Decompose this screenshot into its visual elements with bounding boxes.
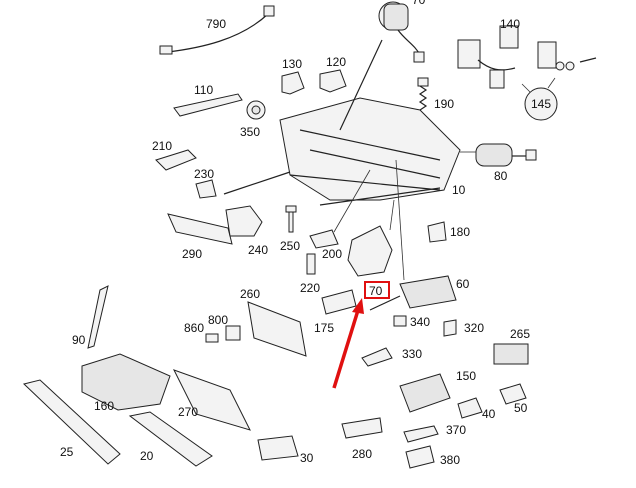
label-40: 40 <box>482 407 496 421</box>
part-290-rail <box>167 213 233 245</box>
part-190-spring <box>417 77 429 111</box>
part-260-bracket <box>247 301 307 357</box>
part-265-module <box>493 343 529 365</box>
part-10-seat-frame <box>279 39 461 206</box>
part-160-module <box>81 353 171 411</box>
label-20: 20 <box>140 449 154 463</box>
label-25: 25 <box>60 445 74 459</box>
part-90-strip <box>87 285 109 349</box>
label-790: 790 <box>206 17 227 31</box>
part-270-rail <box>172 369 251 431</box>
label-330: 330 <box>402 347 423 361</box>
label-260: 260 <box>240 287 261 301</box>
label-210: 210 <box>152 139 173 153</box>
part-380-clip <box>405 445 435 469</box>
label-350: 350 <box>240 125 261 139</box>
label-240: 240 <box>248 243 269 257</box>
part-60-motor <box>369 159 457 311</box>
part-230-mount <box>195 171 291 199</box>
part-220-pin <box>306 253 316 275</box>
part-370-strap <box>403 425 439 443</box>
label-860: 860 <box>184 321 205 335</box>
part-140-bracket <box>457 25 597 121</box>
label-340: 340 <box>410 315 431 329</box>
part-175-cover <box>321 289 357 315</box>
label-150: 150 <box>456 369 477 383</box>
label-110: 110 <box>194 83 214 97</box>
part-800-connector <box>225 325 241 341</box>
part-330-strap <box>361 347 393 367</box>
part-150-box <box>399 373 451 413</box>
label-320: 320 <box>464 321 485 335</box>
label-80: 80 <box>494 169 508 183</box>
part-20-rail <box>128 411 213 467</box>
part-70-housing <box>347 199 395 277</box>
part-350-ring <box>246 100 266 120</box>
label-220: 220 <box>300 281 321 295</box>
part-40-clip <box>457 397 483 419</box>
label-265: 265 <box>510 327 531 341</box>
label-800: 800 <box>208 313 229 327</box>
part-240-bracket <box>225 205 263 237</box>
highlight-arrow <box>332 298 364 389</box>
label-60: 60 <box>456 277 470 291</box>
part-210-clip <box>155 149 197 171</box>
label-250: 250 <box>280 239 301 253</box>
part-25-rail <box>22 379 121 465</box>
label-50: 50 <box>514 401 528 415</box>
label-130: 130 <box>282 57 303 71</box>
label-200: 200 <box>322 247 343 261</box>
label-140: 140 <box>500 17 521 31</box>
label-30: 30 <box>300 451 314 465</box>
part-50-clip <box>499 383 527 405</box>
label-190: 190 <box>434 97 455 111</box>
label-380: 380 <box>440 453 461 467</box>
label-70-highlight: 70 <box>369 284 383 298</box>
part-130-pad <box>281 71 305 95</box>
part-80-motor <box>460 143 537 167</box>
highlight-box <box>364 281 390 299</box>
part-280-clip <box>341 417 383 439</box>
part-200-lever <box>309 169 371 249</box>
part-180-clip <box>427 221 447 243</box>
label-180: 180 <box>450 225 471 239</box>
part-120-pad <box>319 69 347 93</box>
label-230: 230 <box>194 167 215 181</box>
label-370: 370 <box>446 423 467 437</box>
label-290: 290 <box>182 247 203 261</box>
part-790-cable <box>159 5 275 55</box>
part-340-connector <box>393 315 407 327</box>
label-270: 270 <box>178 405 199 419</box>
label-160: 160 <box>94 399 115 413</box>
label-10: 10 <box>452 183 466 197</box>
part-320-clip <box>443 319 457 337</box>
label-145: 145 <box>531 97 552 111</box>
part-30-bracket <box>257 435 299 461</box>
label-175: 175 <box>314 321 335 335</box>
label-120: 120 <box>326 55 347 69</box>
part-250-bolt <box>285 205 297 233</box>
part-110-rail <box>173 93 243 117</box>
label-280: 280 <box>352 447 373 461</box>
part-860-connector <box>205 333 219 343</box>
label-70-top: 70 <box>412 0 426 7</box>
label-90: 90 <box>72 333 86 347</box>
part-70-motor <box>378 1 425 63</box>
